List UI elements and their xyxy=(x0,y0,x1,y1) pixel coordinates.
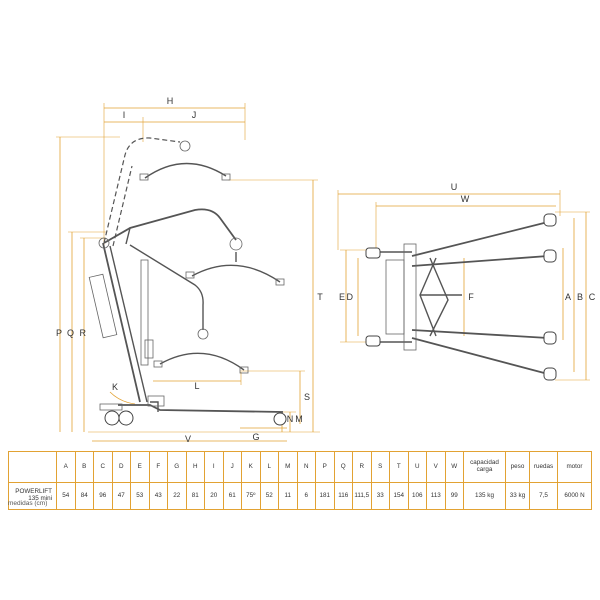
header-cell: C xyxy=(93,451,113,483)
header-cell: D xyxy=(111,451,131,483)
table-corner-cell xyxy=(8,451,57,483)
label-W: W xyxy=(461,194,470,204)
label-R: R xyxy=(80,328,87,338)
header-cell: W xyxy=(444,451,464,483)
table-header-row: A B C D E F G H I J K L M N P Q R S T U … xyxy=(8,451,592,483)
top-view-dimensions xyxy=(337,190,590,381)
value-cell: 7,5 xyxy=(529,482,558,510)
header-cell: A xyxy=(56,451,76,483)
header-cell: K xyxy=(241,451,261,483)
top-view-base xyxy=(365,213,557,381)
header-cell: R xyxy=(352,451,372,483)
label-P: P xyxy=(56,328,62,338)
label-A: A xyxy=(565,292,571,302)
label-S: S xyxy=(304,392,310,402)
value-cell: 84 xyxy=(74,482,94,510)
value-cell: 111,5 xyxy=(352,482,372,510)
value-cell: 6 xyxy=(296,482,316,510)
label-E: E xyxy=(339,292,345,302)
label-H: H xyxy=(167,96,174,106)
header-cell: motor xyxy=(557,451,592,483)
label-C: C xyxy=(589,292,596,302)
model-line1: POWERLIFT xyxy=(15,488,52,496)
value-cell: 181 xyxy=(315,482,335,510)
label-F: F xyxy=(468,292,474,302)
header-cell: ruedas xyxy=(529,451,558,483)
header-cell: B xyxy=(74,451,94,483)
label-K: K xyxy=(112,382,118,392)
value-cell: 154 xyxy=(389,482,409,510)
label-Q: Q xyxy=(67,328,74,338)
value-cell: 53 xyxy=(130,482,150,510)
label-N: N xyxy=(287,414,294,424)
label-L: L xyxy=(194,381,199,391)
value-cell: 22 xyxy=(167,482,187,510)
header-cell: I xyxy=(204,451,224,483)
model-line2: 135 mini xyxy=(28,495,52,502)
header-cell: T xyxy=(389,451,409,483)
value-cell: 116 xyxy=(333,482,353,510)
dimension-labels: H I J K L P Q R S T G V N M U W D E F A … xyxy=(56,96,596,444)
value-cell: 43 xyxy=(148,482,168,510)
value-cell: 135 kg xyxy=(463,482,506,510)
value-cell: 20 xyxy=(204,482,224,510)
value-cell: 6000 N xyxy=(557,482,592,510)
header-cell: M xyxy=(278,451,298,483)
header-cell: S xyxy=(370,451,390,483)
header-cell: P xyxy=(315,451,335,483)
header-cell: peso xyxy=(505,451,530,483)
header-cell: L xyxy=(259,451,279,483)
label-B: B xyxy=(577,292,583,302)
value-cell: 61 xyxy=(222,482,242,510)
label-M: M xyxy=(295,414,303,424)
label-G: G xyxy=(252,432,259,442)
header-cell: capacidad carga xyxy=(463,451,506,483)
header-cell: J xyxy=(222,451,242,483)
value-cell: 33 kg xyxy=(505,482,530,510)
header-cell: E xyxy=(130,451,150,483)
label-U: U xyxy=(451,182,458,192)
label-T: T xyxy=(317,292,323,302)
label-V: V xyxy=(185,434,191,444)
value-cell: 11 xyxy=(278,482,298,510)
value-cell: 81 xyxy=(185,482,205,510)
value-cell: 113 xyxy=(426,482,446,510)
header-cell: N xyxy=(296,451,316,483)
value-cell: 75º xyxy=(241,482,261,510)
value-cell: 106 xyxy=(407,482,427,510)
header-cell: Q xyxy=(333,451,353,483)
units-note: medidas (cm) xyxy=(8,500,48,507)
value-cell: 47 xyxy=(111,482,131,510)
label-D: D xyxy=(347,292,354,302)
side-view-hoist xyxy=(88,137,287,426)
value-cell: 52 xyxy=(259,482,279,510)
value-cell: 96 xyxy=(93,482,113,510)
header-cell: G xyxy=(167,451,187,483)
header-cell: F xyxy=(148,451,168,483)
label-I: I xyxy=(123,110,126,120)
label-J: J xyxy=(192,110,197,120)
header-cell: U xyxy=(407,451,427,483)
header-cell: H xyxy=(185,451,205,483)
header-cell: V xyxy=(426,451,446,483)
specs-table: A B C D E F G H I J K L M N P Q R S T U … xyxy=(8,451,592,510)
value-cell: 33 xyxy=(370,482,390,510)
value-cell: 54 xyxy=(56,482,76,510)
value-cell: 99 xyxy=(444,482,464,510)
